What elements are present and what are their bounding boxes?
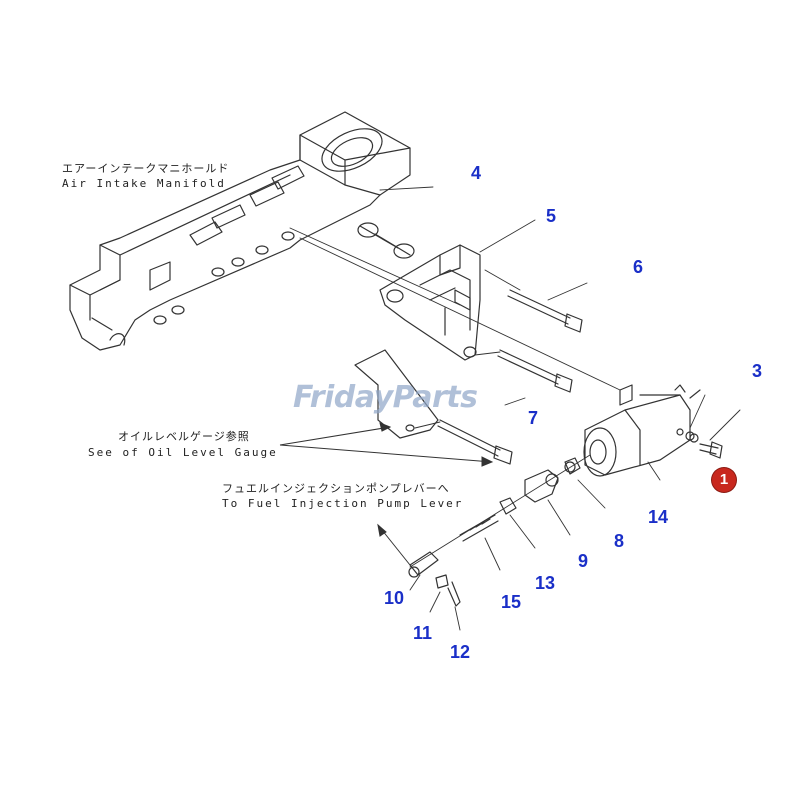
leader-4	[379, 186, 434, 191]
arrow-gauge-2	[279, 444, 493, 463]
washer	[676, 428, 684, 436]
arrow-gauge-2-head	[481, 456, 494, 467]
pump-label-jp: フュエルインジェクションポンプレバーへ	[222, 482, 450, 495]
manifold-label-jp: エアーインテークマニホールド	[62, 162, 230, 175]
arrow-gauge-1	[279, 426, 391, 446]
callout-7[interactable]: 7	[528, 408, 539, 428]
centerline-upper	[299, 237, 621, 391]
bolt-6	[507, 289, 583, 333]
cotter-pin	[447, 581, 461, 607]
callout-8[interactable]: 8	[614, 531, 625, 551]
bolt-1	[689, 433, 723, 459]
rod-end	[408, 551, 439, 578]
leader-7	[504, 397, 526, 406]
plate	[354, 349, 439, 439]
ball-joint	[524, 469, 559, 503]
callout-14[interactable]: 14	[648, 507, 669, 527]
leader-12	[454, 606, 461, 631]
spacer-tube	[357, 222, 415, 259]
callout-15[interactable]: 15	[501, 592, 522, 612]
leader-5	[479, 219, 536, 253]
leader-11	[429, 591, 441, 613]
callout-4[interactable]: 4	[471, 163, 482, 183]
pump-label-en: To Fuel Injection Pump Lever	[222, 497, 464, 510]
centerline-bolt6	[484, 269, 521, 291]
gauge-label-en: See of Oil Level Gauge	[88, 446, 278, 459]
centerline-tube	[289, 227, 461, 306]
centerline-bolt7	[474, 351, 501, 356]
callout-12[interactable]: 12	[450, 642, 471, 662]
bolt-7-lower	[437, 419, 513, 465]
leader-9	[547, 499, 571, 536]
callout-11[interactable]: 11	[413, 623, 433, 643]
leader-6	[547, 282, 588, 301]
bolt-7-upper	[497, 349, 573, 393]
nut-11	[435, 574, 449, 589]
centerline-plate	[414, 421, 441, 429]
callout-1-badge[interactable]: 1	[712, 468, 736, 492]
gauge-label-jp: オイルレベルゲージ参照	[118, 430, 250, 443]
arrow-pump-head	[377, 523, 387, 537]
manifold-label-en: Air Intake Manifold	[62, 177, 226, 190]
air-intake-manifold	[69, 111, 411, 351]
nut-13	[499, 497, 517, 515]
nut-8	[564, 457, 581, 475]
centerline-linkage	[409, 454, 591, 568]
leader-3b	[709, 409, 741, 441]
leader-3a	[689, 394, 706, 429]
leader-15	[484, 537, 501, 571]
leader-14	[647, 461, 661, 481]
callout-3[interactable]: 3	[752, 361, 763, 381]
leader-10	[409, 574, 421, 591]
arrow-gauge-1-head	[379, 422, 392, 432]
leader-13	[509, 514, 536, 549]
mounting-bracket	[379, 244, 481, 361]
callout-9[interactable]: 9	[578, 551, 589, 571]
callout-13[interactable]: 13	[535, 573, 556, 593]
callout-5[interactable]: 5	[546, 206, 557, 226]
callout-10[interactable]: 10	[384, 588, 405, 608]
leader-8	[577, 479, 606, 509]
watermark-logo: FridayParts	[293, 380, 478, 415]
stud-15	[459, 514, 499, 542]
callout-6[interactable]: 6	[633, 257, 644, 277]
